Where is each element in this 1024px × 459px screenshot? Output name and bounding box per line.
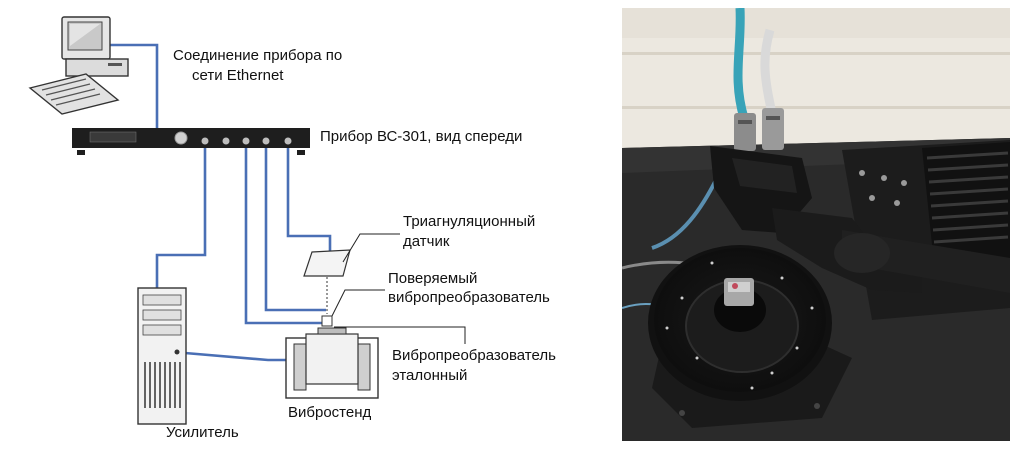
ethernet-label-line1: Соединение прибора по <box>173 47 342 64</box>
callout-triangulation <box>342 233 400 263</box>
callout-lines <box>331 233 466 344</box>
wiring <box>108 43 332 362</box>
checked-sensor-label-line1: Поверяемый <box>388 270 477 287</box>
ethernet-cable <box>108 43 159 130</box>
amplifier-to-stand-cable <box>184 351 290 362</box>
ethernet-label-line2: сети Ethernet <box>192 67 284 84</box>
reference-sensor-label-line1: Вибропреобразователь <box>392 347 556 364</box>
amplifier-label: Усилитель <box>166 424 239 441</box>
photo-shaker <box>648 245 852 428</box>
setup-photo <box>622 8 1010 441</box>
device-front-panel <box>72 128 310 155</box>
triangulation-sensor-cable <box>286 148 332 256</box>
callout-reference <box>334 326 466 344</box>
amplifier-icon <box>137 287 187 425</box>
triangulation-label-line1: Триагнуляционный <box>403 213 535 230</box>
amplifier-output-cable <box>155 146 207 290</box>
triangulation-sensor-icon <box>303 249 351 314</box>
photo-connectors <box>734 108 784 151</box>
connection-diagram: Соединение прибора по сети Ethernet Приб… <box>28 16 556 441</box>
triangulation-label-line2: датчик <box>403 233 450 250</box>
checked-sensor-label-line2: вибропреобразователь <box>388 289 550 306</box>
photo-sensor-holder <box>710 146 1010 293</box>
callout-checked <box>331 289 385 317</box>
computer-icon <box>28 16 129 115</box>
photo-cables <box>622 8 777 329</box>
vibration-stand-icon <box>285 315 379 399</box>
reference-sensor-cable <box>244 148 328 325</box>
reference-sensor-label-line2: эталонный <box>392 367 467 384</box>
stand-label: Вибростенд <box>288 404 371 421</box>
device-label: Прибор ВС-301, вид спереди <box>320 128 522 145</box>
diagram-labels: Соединение прибора по сети Ethernet Приб… <box>166 47 556 441</box>
checked-sensor-cable <box>264 148 326 312</box>
